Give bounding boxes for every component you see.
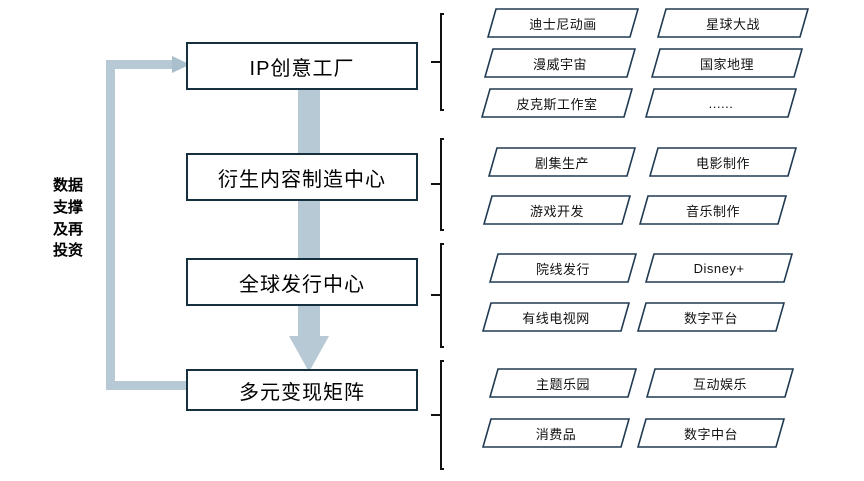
chip-item[interactable]: 音乐制作 <box>639 195 787 225</box>
bracket-group-2 <box>430 138 448 231</box>
chip-item[interactable]: 迪士尼动画 <box>487 8 639 38</box>
chip-item[interactable]: 消费品 <box>482 418 630 448</box>
stage-title: 衍生内容制造中心 <box>218 168 386 191</box>
bracket-group-4 <box>430 360 448 470</box>
chip-label: 星球大战 <box>705 16 760 32</box>
chip-item[interactable]: 星球大战 <box>657 8 809 38</box>
chip-label: 国家地理 <box>699 56 754 72</box>
chip-item[interactable]: 数字中台 <box>637 418 785 448</box>
chip-label: 电影制作 <box>695 155 750 171</box>
chip-label: Disney+ <box>693 260 745 276</box>
chip-item[interactable]: 国家地理 <box>651 48 803 78</box>
chip-label: 有线电视网 <box>522 310 590 326</box>
stage-title: 多元变现矩阵 <box>239 381 365 404</box>
chip-label: 主题乐园 <box>535 376 590 392</box>
stage-box-ip-factory[interactable]: IP创意工厂 <box>186 42 418 90</box>
main-flow-arrow <box>287 86 331 376</box>
chip-label: 迪士尼动画 <box>529 16 597 32</box>
feedback-loop-arrow <box>100 52 200 397</box>
chip-item[interactable]: ...... <box>645 88 797 118</box>
chip-item[interactable]: 剧集生产 <box>488 147 636 177</box>
chip-item[interactable]: 数字平台 <box>637 302 785 332</box>
chip-item[interactable]: 主题乐园 <box>489 368 637 398</box>
chip-label: 游戏开发 <box>529 203 584 219</box>
stage-box-monetization-matrix[interactable]: 多元变现矩阵 <box>186 369 418 411</box>
chip-label: 互动娱乐 <box>692 376 747 392</box>
stage-box-global-distribution[interactable]: 全球发行中心 <box>186 258 418 306</box>
chip-label: 漫威宇宙 <box>532 56 587 72</box>
chip-label: 数字平台 <box>683 310 738 326</box>
stage-title: 全球发行中心 <box>239 273 365 296</box>
chip-item[interactable]: 院线发行 <box>489 253 637 283</box>
stage-title: IP创意工厂 <box>249 57 355 80</box>
chip-item[interactable]: 有线电视网 <box>482 302 630 332</box>
chip-item[interactable]: 漫威宇宙 <box>484 48 636 78</box>
chip-item[interactable]: 游戏开发 <box>483 195 631 225</box>
chip-label: 剧集生产 <box>534 155 589 171</box>
side-caption: 数据 支撑 及再 投资 <box>52 177 83 260</box>
bracket-group-1 <box>430 13 448 111</box>
chip-label: 院线发行 <box>535 261 590 277</box>
chip-item[interactable]: 皮克斯工作室 <box>481 88 633 118</box>
chip-item[interactable]: 电影制作 <box>649 147 797 177</box>
chip-label: 消费品 <box>535 426 577 442</box>
chip-label: ...... <box>708 95 734 111</box>
chip-label: 皮克斯工作室 <box>516 96 598 112</box>
chip-item[interactable]: Disney+ <box>645 253 793 283</box>
bracket-group-3 <box>430 243 448 348</box>
stage-box-derivative-content[interactable]: 衍生内容制造中心 <box>186 153 418 201</box>
chip-item[interactable]: 互动娱乐 <box>646 368 794 398</box>
chip-label: 数字中台 <box>683 426 738 442</box>
chip-label: 音乐制作 <box>685 203 740 219</box>
